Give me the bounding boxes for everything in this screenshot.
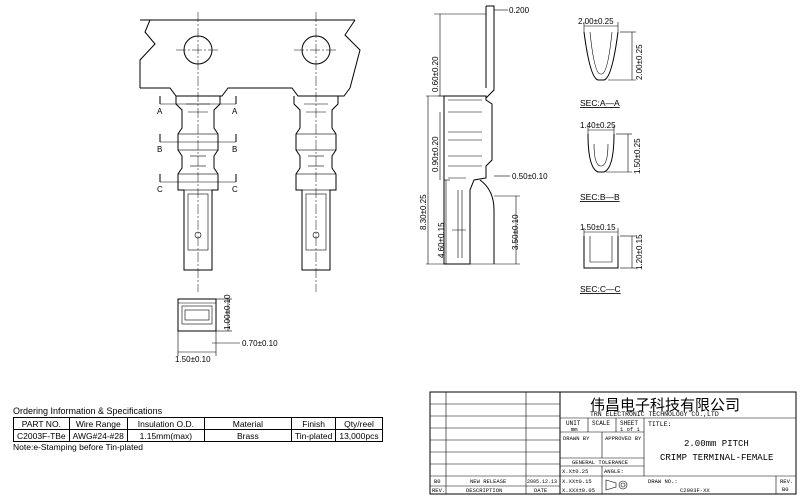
end-width-dim: 1.50±0.10 — [175, 355, 211, 364]
section-c: 1.50±0.15 1.20±0.15 SEC:C—C — [580, 223, 644, 294]
cut-mark-b: B — [232, 145, 237, 154]
table-cell: C2003F-TBe — [13, 429, 70, 442]
rev-label: REV. — [780, 478, 793, 485]
sec-b-label: SEC:B—B — [580, 192, 620, 202]
sec-b-height-dim: 1.50±0.25 — [633, 138, 642, 174]
table-cell: 13,000pcs — [335, 429, 383, 442]
approved-by-label: APPROVED BY — [605, 435, 642, 442]
unit-label: UNIT — [566, 420, 581, 427]
section-a: 2.00±0.25 2.00±0.25 SEC:A—A — [578, 17, 644, 108]
overall-length-dim: 8.30±0.25 — [419, 194, 428, 230]
company-name-cn: 伟昌电子科技有限公司 — [590, 396, 740, 414]
sec-c-height-dim: 1.20±0.15 — [635, 234, 644, 270]
title-line-2: CRIMP TERMINAL-FEMALE — [660, 453, 773, 463]
sec-c-width-dim: 1.50±0.15 — [580, 223, 616, 232]
title-line-1: 2.00mm PITCH — [684, 439, 749, 449]
sec-a-label: SEC:A—A — [580, 98, 620, 108]
cut-mark-c: C — [157, 185, 163, 194]
table-cell: AWG#24-#28 — [68, 429, 128, 442]
history-description: NEW RELEASE — [470, 478, 507, 485]
thickness-dim: 0.200 — [509, 6, 530, 15]
table-cell: Tin-plated — [290, 429, 337, 442]
col-header: Qty/reel — [335, 417, 383, 430]
scale-label: SCALE — [592, 420, 610, 427]
section-cut-marks: A A B B C C — [157, 96, 238, 194]
draw-no-label: DRAW NO.: — [648, 478, 678, 485]
side-view: 0.200 8.30±0.25 0.60±0.20 0.90±0.20 4.60… — [419, 5, 548, 265]
cut-mark-a: A — [232, 107, 238, 116]
ordering-title: Ordering Information & Specifications — [13, 406, 163, 416]
table-cell: Brass — [203, 429, 292, 442]
col-header: PART NO. — [13, 417, 70, 430]
projection-symbol — [605, 479, 628, 491]
mid-length-dim: 4.60±0.15 — [437, 222, 446, 258]
cut-mark-a: A — [157, 107, 163, 116]
history-rev: B0 — [434, 478, 441, 485]
ordering-note: Note:e-Stamping before Tin-plated — [13, 442, 143, 452]
lance-gap-dim: 0.50±0.10 — [512, 172, 548, 181]
box-length-dim: 3.50±0.10 — [511, 214, 520, 250]
tolerance-2: X.XX±0.15 — [562, 478, 592, 485]
draw-no-value: C2003F-XX — [680, 487, 710, 494]
title-label: TITLE: — [648, 421, 671, 428]
col-header: Wire Range — [68, 417, 128, 430]
sec-b-width-dim: 1.40±0.25 — [580, 121, 616, 130]
terminal-front-view — [293, 96, 339, 271]
tolerance-1: X.X±0.25 — [562, 468, 588, 475]
sheet-value: 1 of 1 — [620, 426, 641, 433]
tolerance-3: X.XXX±0.05 — [562, 487, 595, 494]
col-date: DATE — [534, 487, 548, 494]
ordering-table: PART NO. Wire Range Insulation O.D. Mate… — [13, 417, 383, 442]
sec-a-width-dim: 2.00±0.25 — [578, 17, 614, 26]
col-header: Finish — [290, 417, 337, 430]
col-description: DESCRIPTION — [466, 487, 502, 494]
unit-value: mm — [571, 426, 578, 433]
table-row: C2003F-TBe AWG#24-#28 1.15mm(max) Brass … — [13, 429, 383, 442]
sheet-label: SHEET — [620, 420, 638, 427]
end-height-dim: 1.00±0.10 — [223, 294, 232, 330]
height-b-dim: 0.90±0.20 — [431, 136, 440, 172]
end-view: 1.00±0.10 0.70±0.10 1.50±0.10 — [175, 294, 278, 364]
col-header: Material — [203, 417, 292, 430]
table-cell: 1.15mm(max) — [126, 429, 205, 442]
section-b: 1.40±0.25 1.50±0.25 SEC:B—B — [580, 121, 642, 202]
col-header: Insulation O.D. — [126, 417, 205, 430]
cut-mark-b: B — [157, 145, 162, 154]
carrier-strip-view: A A B B C C — [139, 12, 361, 292]
general-tolerance-label: GENERAL TOLERANCE — [572, 459, 629, 466]
rev-value: B0 — [782, 486, 789, 493]
angle-label: ANGLE: — [604, 468, 624, 475]
sec-c-label: SEC:C—C — [580, 284, 621, 294]
col-rev: REV. — [432, 487, 445, 494]
cut-mark-c: C — [232, 185, 238, 194]
height-a-dim: 0.60±0.20 — [431, 56, 440, 92]
title-block: 伟昌电子科技有限公司 TRN ELECTRONIC TECHNOLOGY CO.… — [429, 391, 797, 495]
drawn-by-label: DRAWN BY — [563, 435, 590, 442]
company-name-en: TRN ELECTRONIC TECHNOLOGY CO.,LTD — [590, 411, 719, 418]
end-lip-dim: 0.70±0.10 — [242, 339, 278, 348]
history-date: 2005.12.13 — [527, 479, 557, 485]
table-header-row: PART NO. Wire Range Insulation O.D. Mate… — [13, 417, 383, 430]
sec-a-height-dim: 2.00±0.25 — [635, 44, 644, 80]
